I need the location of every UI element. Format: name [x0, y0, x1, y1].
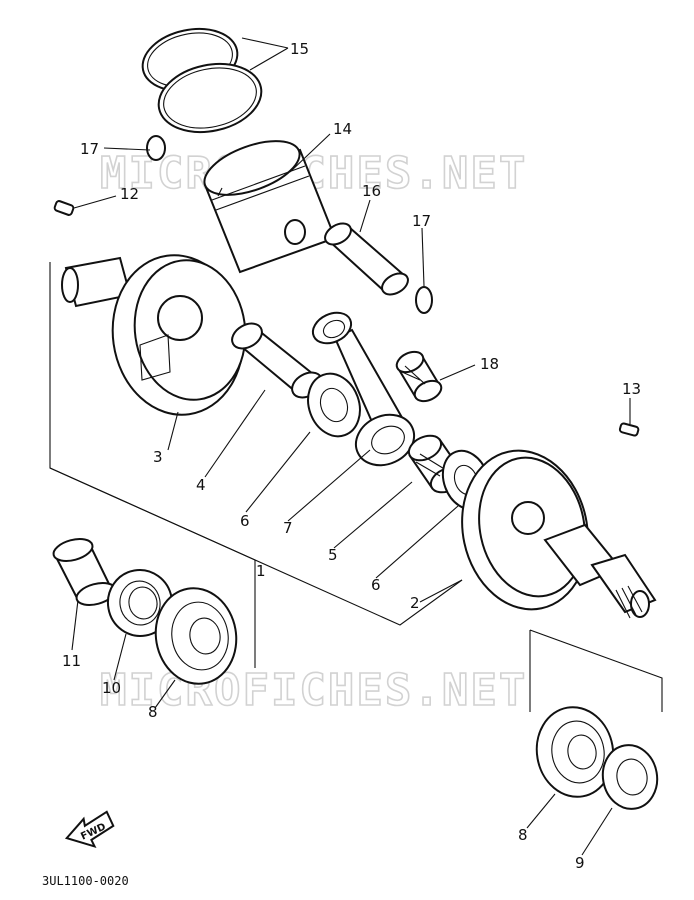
callout-9: 9: [575, 854, 585, 872]
callout-6-right: 6: [371, 576, 381, 594]
callout-6-left: 6: [240, 512, 250, 530]
drawing-code: 3UL1100-0020: [42, 874, 129, 888]
oil-seal-11: [52, 538, 117, 606]
callout-16: 16: [362, 182, 381, 200]
callout-1: 1: [256, 562, 266, 580]
callout-3: 3: [153, 448, 163, 466]
callout-17-right: 17: [412, 212, 431, 230]
callout-8-right: 8: [518, 826, 528, 844]
callout-13: 13: [622, 380, 641, 398]
watermark-bottom: MICROFICHES.NET: [100, 665, 527, 716]
callout-14: 14: [333, 120, 352, 138]
fwd-arrow: FWD: [64, 810, 115, 849]
bearing-8-left: [154, 587, 238, 685]
bearing-10: [106, 569, 174, 637]
connecting-rod: [311, 311, 416, 467]
woodruff-key-right: [618, 422, 640, 437]
oil-seal-9: [601, 744, 659, 810]
piston-pin: [324, 222, 409, 296]
callout-10: 10: [102, 679, 121, 697]
callout-2: 2: [410, 594, 420, 612]
assembly-brackets: [49, 262, 663, 712]
callout-4: 4: [196, 476, 206, 494]
woodruff-key-left: [53, 200, 75, 216]
crank-left: [61, 254, 247, 416]
crank-right: [461, 449, 657, 619]
piston-rings: [141, 28, 263, 134]
callout-7: 7: [283, 519, 293, 537]
callout-5: 5: [328, 546, 338, 564]
callout-18: 18: [480, 355, 499, 373]
circlip-right: [415, 286, 433, 314]
washer-left: [307, 372, 361, 438]
callout-11: 11: [62, 652, 81, 670]
circlip-left: [146, 135, 166, 161]
small-end-bearing: [395, 350, 443, 403]
leader-lines: [71, 37, 631, 856]
callout-8-left: 8: [148, 703, 158, 721]
callout-12: 12: [120, 185, 139, 203]
callout-17-left: 17: [80, 140, 99, 158]
bearing-8-right: [535, 706, 615, 798]
callout-15: 15: [290, 40, 309, 58]
